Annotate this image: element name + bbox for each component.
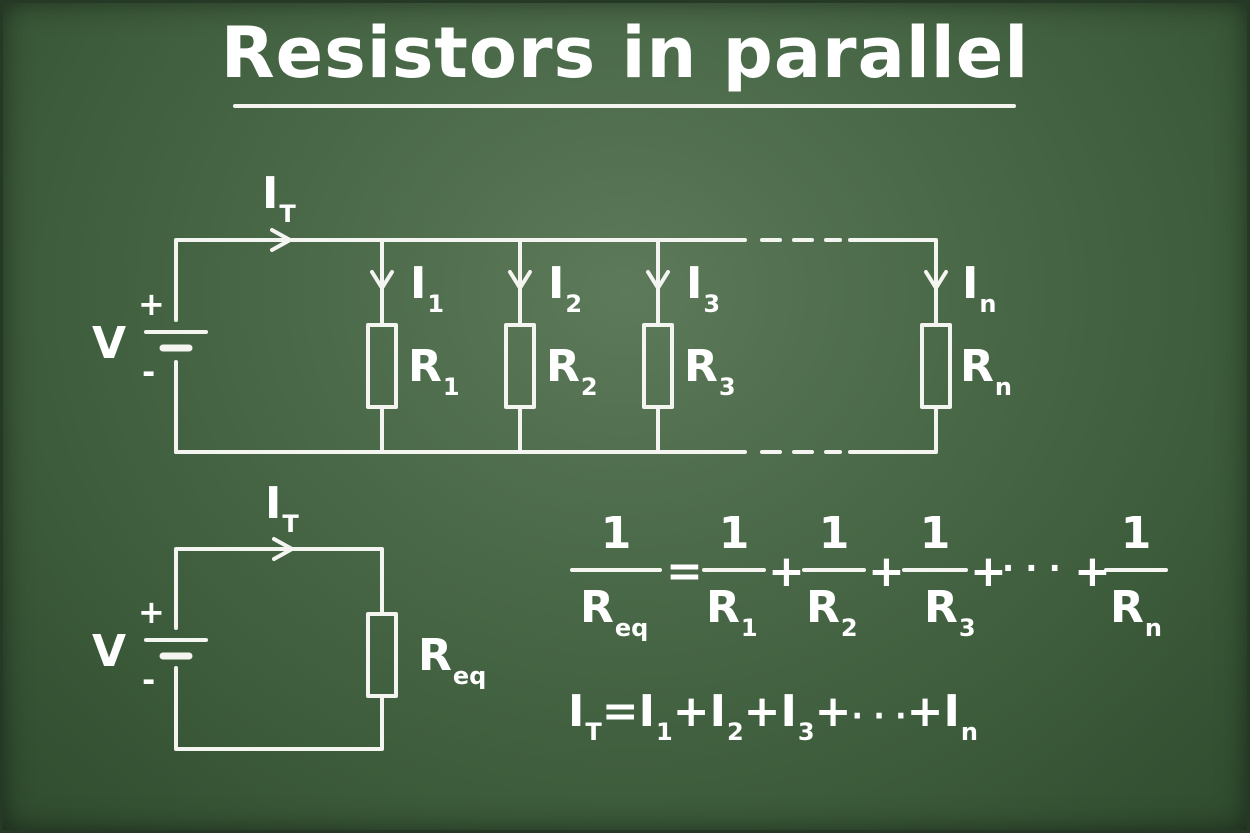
plus-operator: + <box>868 546 905 597</box>
resistor-label: R1 <box>408 341 460 401</box>
formula-denominator: R3 <box>924 582 976 642</box>
battery-symbol <box>144 330 208 352</box>
parallel-circuit-wires <box>174 238 938 454</box>
formula-numerator: 1 <box>1120 508 1152 559</box>
equivalent-minus-sign: - <box>142 661 156 699</box>
formula-numerator: 1 <box>600 508 632 559</box>
formula-denominator: R1 <box>706 582 758 642</box>
page-title: Resistors in parallel <box>220 12 1030 94</box>
formula-denominator-req: Req <box>580 582 649 642</box>
equivalent-circuit-wires <box>144 537 398 751</box>
current-arrow-icons <box>270 228 948 290</box>
voltage-label: V <box>92 318 127 369</box>
resistor-symbols <box>366 323 952 409</box>
total-current-label: IT <box>262 168 296 228</box>
continuation-dashes <box>760 238 842 454</box>
current-sum-formula: IT=I1+I2+I3+· · ·+In <box>568 686 978 746</box>
branch-current-label: I3 <box>686 258 721 318</box>
formula-denominator: Rn <box>1110 582 1162 642</box>
equivalent-voltage-label: V <box>92 626 127 677</box>
resistor-label: R2 <box>546 341 598 401</box>
formula-numerator: 1 <box>818 508 850 559</box>
plus-sign: + <box>138 285 165 323</box>
equivalent-resistor-label: Req <box>418 630 487 690</box>
branch-current-label: In <box>962 258 997 318</box>
ellipsis: · · · <box>1002 549 1061 587</box>
plus-operator: + <box>1074 546 1111 597</box>
resistor-label: R3 <box>684 341 736 401</box>
resistor-label: Rn <box>960 341 1012 401</box>
formula-denominator: R2 <box>806 582 858 642</box>
equivalent-total-current-label: IT <box>265 478 299 538</box>
title-underline <box>233 104 1016 108</box>
equivalent-plus-sign: + <box>138 593 165 631</box>
formula-numerator: 1 <box>718 508 750 559</box>
branch-current-label: I2 <box>548 258 583 318</box>
minus-sign: - <box>142 353 156 391</box>
equals-sign: = <box>666 546 703 597</box>
formula-numerator: 1 <box>919 508 951 559</box>
plus-operator: + <box>768 546 805 597</box>
branch-current-label: I1 <box>410 258 445 318</box>
plus-operator: + <box>970 546 1007 597</box>
